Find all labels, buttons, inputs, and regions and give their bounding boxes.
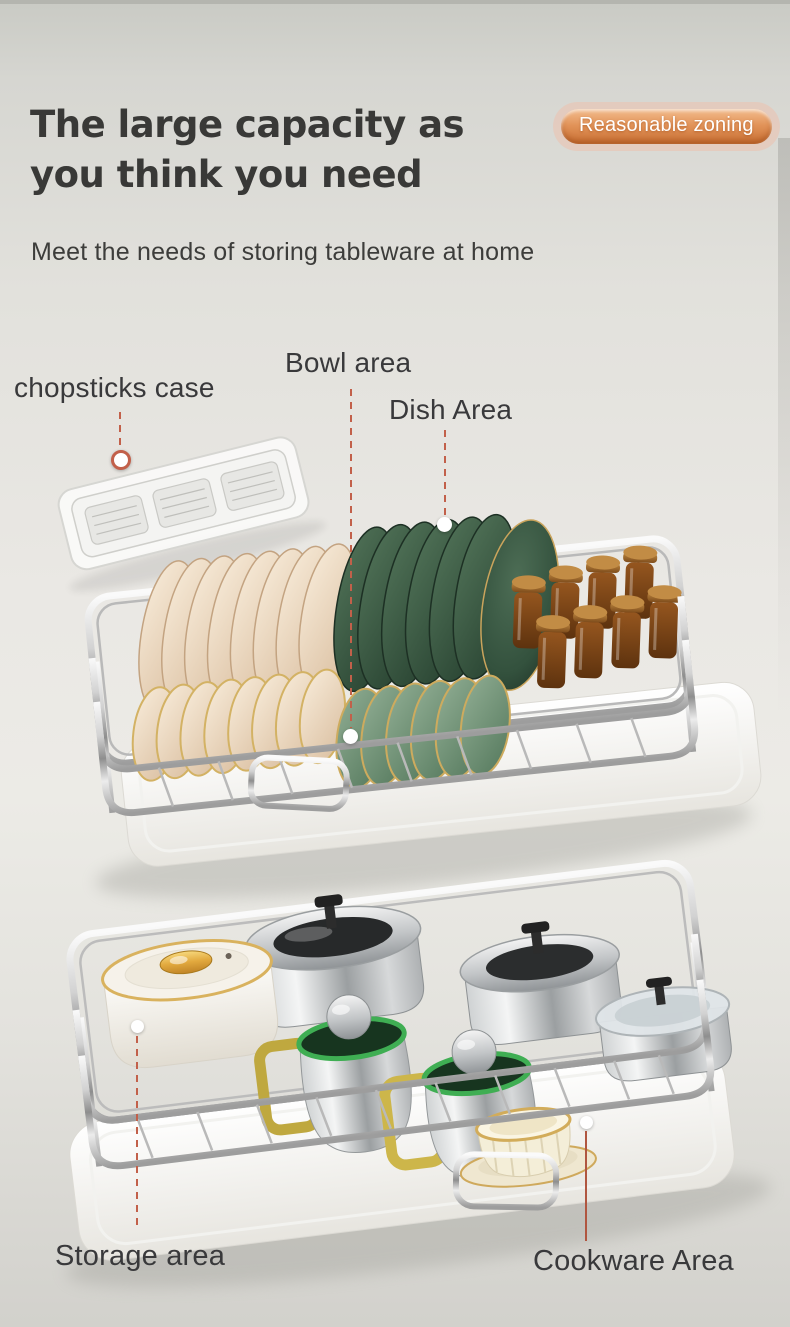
bowl-area-leader-line — [350, 389, 352, 728]
upper-tier-shadow — [95, 798, 753, 899]
chopsticks-leader-line — [119, 412, 121, 448]
title-line-1: The large capacity as — [30, 103, 465, 146]
white-casserole-pot — [101, 939, 279, 1069]
stainless-pot — [244, 894, 425, 1028]
page-subtitle: Meet the needs of storing tableware at h… — [31, 238, 535, 266]
bowl-area-leader-dot — [343, 729, 358, 744]
glass-lid-pot — [595, 976, 732, 1082]
dish-area-label: Dish Area — [389, 394, 513, 425]
cream-bowl-row — [131, 668, 346, 782]
cookware-area-leader-line — [585, 1131, 587, 1241]
cookware-area-leader-dot — [580, 1116, 593, 1129]
cookware-area-label: Cookware Area — [533, 1245, 734, 1277]
upper-tier — [84, 513, 762, 899]
dish-area-leader-dot — [437, 517, 452, 532]
storage-area-label: Storage area — [55, 1240, 226, 1272]
title-line-2: you think you need — [30, 153, 423, 196]
stainless-pot-2 — [459, 921, 623, 1045]
spice-jars — [511, 545, 682, 689]
lower-basket-handle — [452, 1151, 560, 1211]
storage-area-leader-dot — [131, 1020, 144, 1033]
page-title: The large capacity as you think you need — [30, 100, 465, 200]
dish-area-leader-line — [444, 430, 446, 516]
chopsticks-case — [57, 436, 326, 592]
storage-area-leader-line — [136, 1036, 138, 1228]
bowl-area-label: Bowl area — [285, 347, 412, 378]
upper-basket-handle — [247, 754, 350, 812]
gold-knob — [159, 950, 213, 975]
chopsticks-case-label: chopsticks case — [14, 372, 215, 403]
lower-wire-basket-front — [72, 933, 715, 1211]
page-top-edge — [0, 0, 790, 4]
right-edge-shadow — [778, 138, 790, 718]
badge-halo: Reasonable zoning — [553, 102, 780, 151]
green-plate-stack — [333, 513, 560, 693]
chopsticks-case-texture — [84, 461, 285, 545]
upper-wire-basket-front — [88, 595, 699, 817]
chopsticks-leader-dot — [111, 450, 131, 470]
reasonable-zoning-badge: Reasonable zoning — [561, 109, 772, 144]
lower-tier — [65, 859, 771, 1288]
